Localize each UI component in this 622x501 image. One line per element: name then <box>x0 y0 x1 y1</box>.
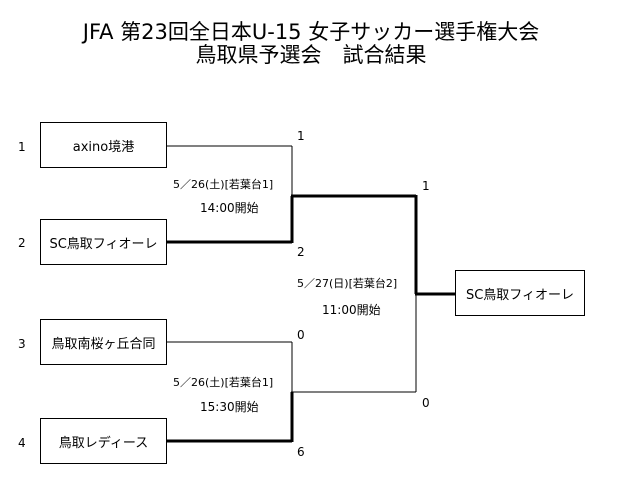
seed-number: 1 <box>18 140 26 154</box>
team-box: 鳥取レディース <box>40 418 167 464</box>
winner-box: SC鳥取フィオーレ <box>455 270 585 316</box>
seed-number: 4 <box>18 436 26 450</box>
match-time: 14:00開始 <box>200 201 259 215</box>
match-date: 5／26(土)[若葉台1] <box>173 376 274 389</box>
team-name: 鳥取レディース <box>58 435 149 451</box>
score-label: 6 <box>297 445 305 459</box>
team-box: SC鳥取フィオーレ <box>40 219 167 265</box>
score-label: 0 <box>422 396 430 410</box>
match-time: 11:00開始 <box>322 303 381 317</box>
team-box: 鳥取南桜ヶ丘合同 <box>40 319 167 365</box>
seed-number: 3 <box>18 337 26 351</box>
match-date: 5／27(日)[若葉台2] <box>297 277 398 290</box>
match-date: 5／26(土)[若葉台1] <box>173 178 274 191</box>
winner-name: SC鳥取フィオーレ <box>465 287 575 303</box>
team-name: SC鳥取フィオーレ <box>49 236 158 252</box>
page-title: JFA 第23回全日本U-15 女子サッカー選手権大会 <box>82 20 540 44</box>
seed-number: 2 <box>18 236 26 250</box>
team-name: 鳥取南桜ヶ丘合同 <box>51 336 156 352</box>
match-time: 15:30開始 <box>200 400 259 414</box>
score-label: 2 <box>297 245 305 259</box>
score-label: 1 <box>422 179 430 193</box>
team-name: axino境港 <box>72 139 135 155</box>
score-label: 1 <box>297 129 305 143</box>
team-box: axino境港 <box>40 122 167 168</box>
score-label: 0 <box>297 328 305 342</box>
page-subtitle: 鳥取県予選会 試合結果 <box>195 43 427 67</box>
